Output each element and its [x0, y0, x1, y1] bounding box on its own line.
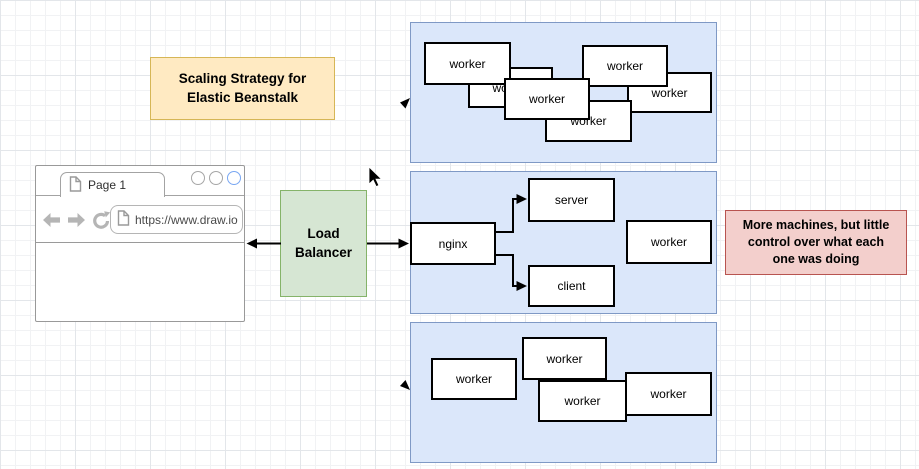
worker-node[interactable]: worker [582, 45, 668, 87]
window-circle-icon[interactable] [209, 171, 223, 185]
url-text: https://www.draw.io [135, 212, 238, 227]
worker-node[interactable]: worker [424, 42, 511, 85]
browser-tab[interactable]: Page 1 [60, 172, 165, 197]
worker-node[interactable]: worker [522, 337, 607, 380]
worker-node[interactable]: worker [625, 372, 712, 416]
url-field[interactable]: https://www.draw.io [110, 205, 243, 234]
mouse-pointer-icon [368, 166, 383, 188]
navbar-divider [36, 242, 244, 243]
tab-label: Page 1 [88, 178, 127, 192]
back-arrow-icon[interactable] [42, 212, 61, 228]
worker-node[interactable]: worker [538, 380, 627, 422]
client-node[interactable]: client [528, 265, 615, 307]
arrowhead-se-icon [400, 380, 410, 390]
arrowhead-right-icon [398, 238, 409, 249]
title-note[interactable]: Scaling Strategy for Elastic Beanstalk [150, 57, 335, 120]
server-node[interactable]: server [528, 178, 615, 222]
forward-arrow-icon[interactable] [67, 212, 86, 228]
window-circle-icon[interactable] [191, 171, 205, 185]
browser-navbar [36, 202, 244, 238]
annotation-note[interactable]: More machines, but little control over w… [725, 210, 907, 275]
arrowhead-left-icon [246, 238, 257, 249]
page-icon [117, 210, 130, 229]
window-circle-blue-icon[interactable] [227, 171, 241, 185]
browser-window[interactable]: Page 1 https://www.draw.io [35, 165, 245, 322]
worker-node[interactable]: worker [504, 78, 590, 120]
refresh-icon[interactable] [92, 210, 111, 230]
page-icon [69, 175, 82, 195]
worker-node[interactable]: worker [626, 220, 712, 264]
load-balancer-box[interactable]: Load Balancer [280, 190, 367, 297]
worker-node[interactable]: worker [431, 358, 517, 400]
arrowhead-ne-icon [400, 98, 410, 109]
nginx-node[interactable]: nginx [410, 222, 496, 265]
